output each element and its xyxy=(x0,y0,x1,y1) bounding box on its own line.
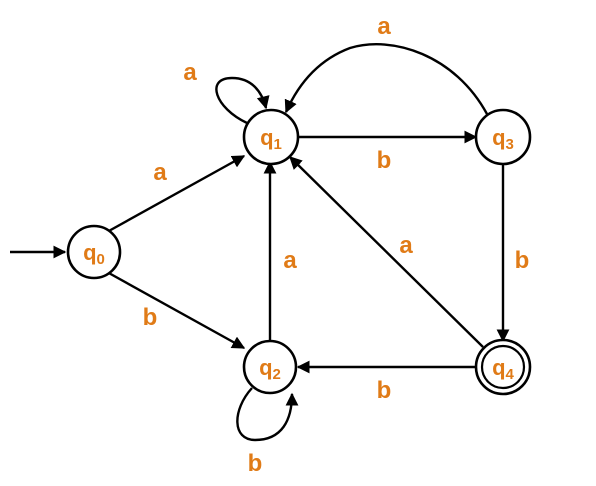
state-q0: q0 xyxy=(66,224,122,280)
state-q2: q2 xyxy=(242,339,298,395)
label-q2-q1: a xyxy=(283,247,297,274)
state-q4-label: q4 xyxy=(492,355,514,383)
transition-q0-q2 xyxy=(106,270,246,350)
state-q1-label: q1 xyxy=(260,125,282,153)
label-q0-q2: b xyxy=(143,304,158,331)
state-q2-label: q2 xyxy=(259,355,281,383)
label-q3-q4: b xyxy=(515,247,530,274)
label-q3-q1: a xyxy=(377,13,391,40)
transition-q0-q1 xyxy=(106,154,246,234)
state-q3-label: q3 xyxy=(492,125,514,153)
transition-q1-q1 xyxy=(215,76,270,125)
transition-q4-q1 xyxy=(289,156,484,348)
label-q4-q1: a xyxy=(399,232,413,259)
label-q1-self: a xyxy=(183,59,197,86)
state-q3: q3 xyxy=(474,108,532,166)
state-q1: q1 xyxy=(242,108,300,166)
transition-q3-q1 xyxy=(284,43,489,115)
label-q2-self: b xyxy=(248,450,263,477)
label-q0-q1: a xyxy=(153,159,167,186)
label-q4-q2: b xyxy=(377,377,392,404)
transition-q2-q2 xyxy=(236,387,299,442)
label-q1-q3: b xyxy=(377,147,392,174)
state-q4-accepting: q4 xyxy=(474,338,532,396)
state-q0-label: q0 xyxy=(83,240,105,268)
